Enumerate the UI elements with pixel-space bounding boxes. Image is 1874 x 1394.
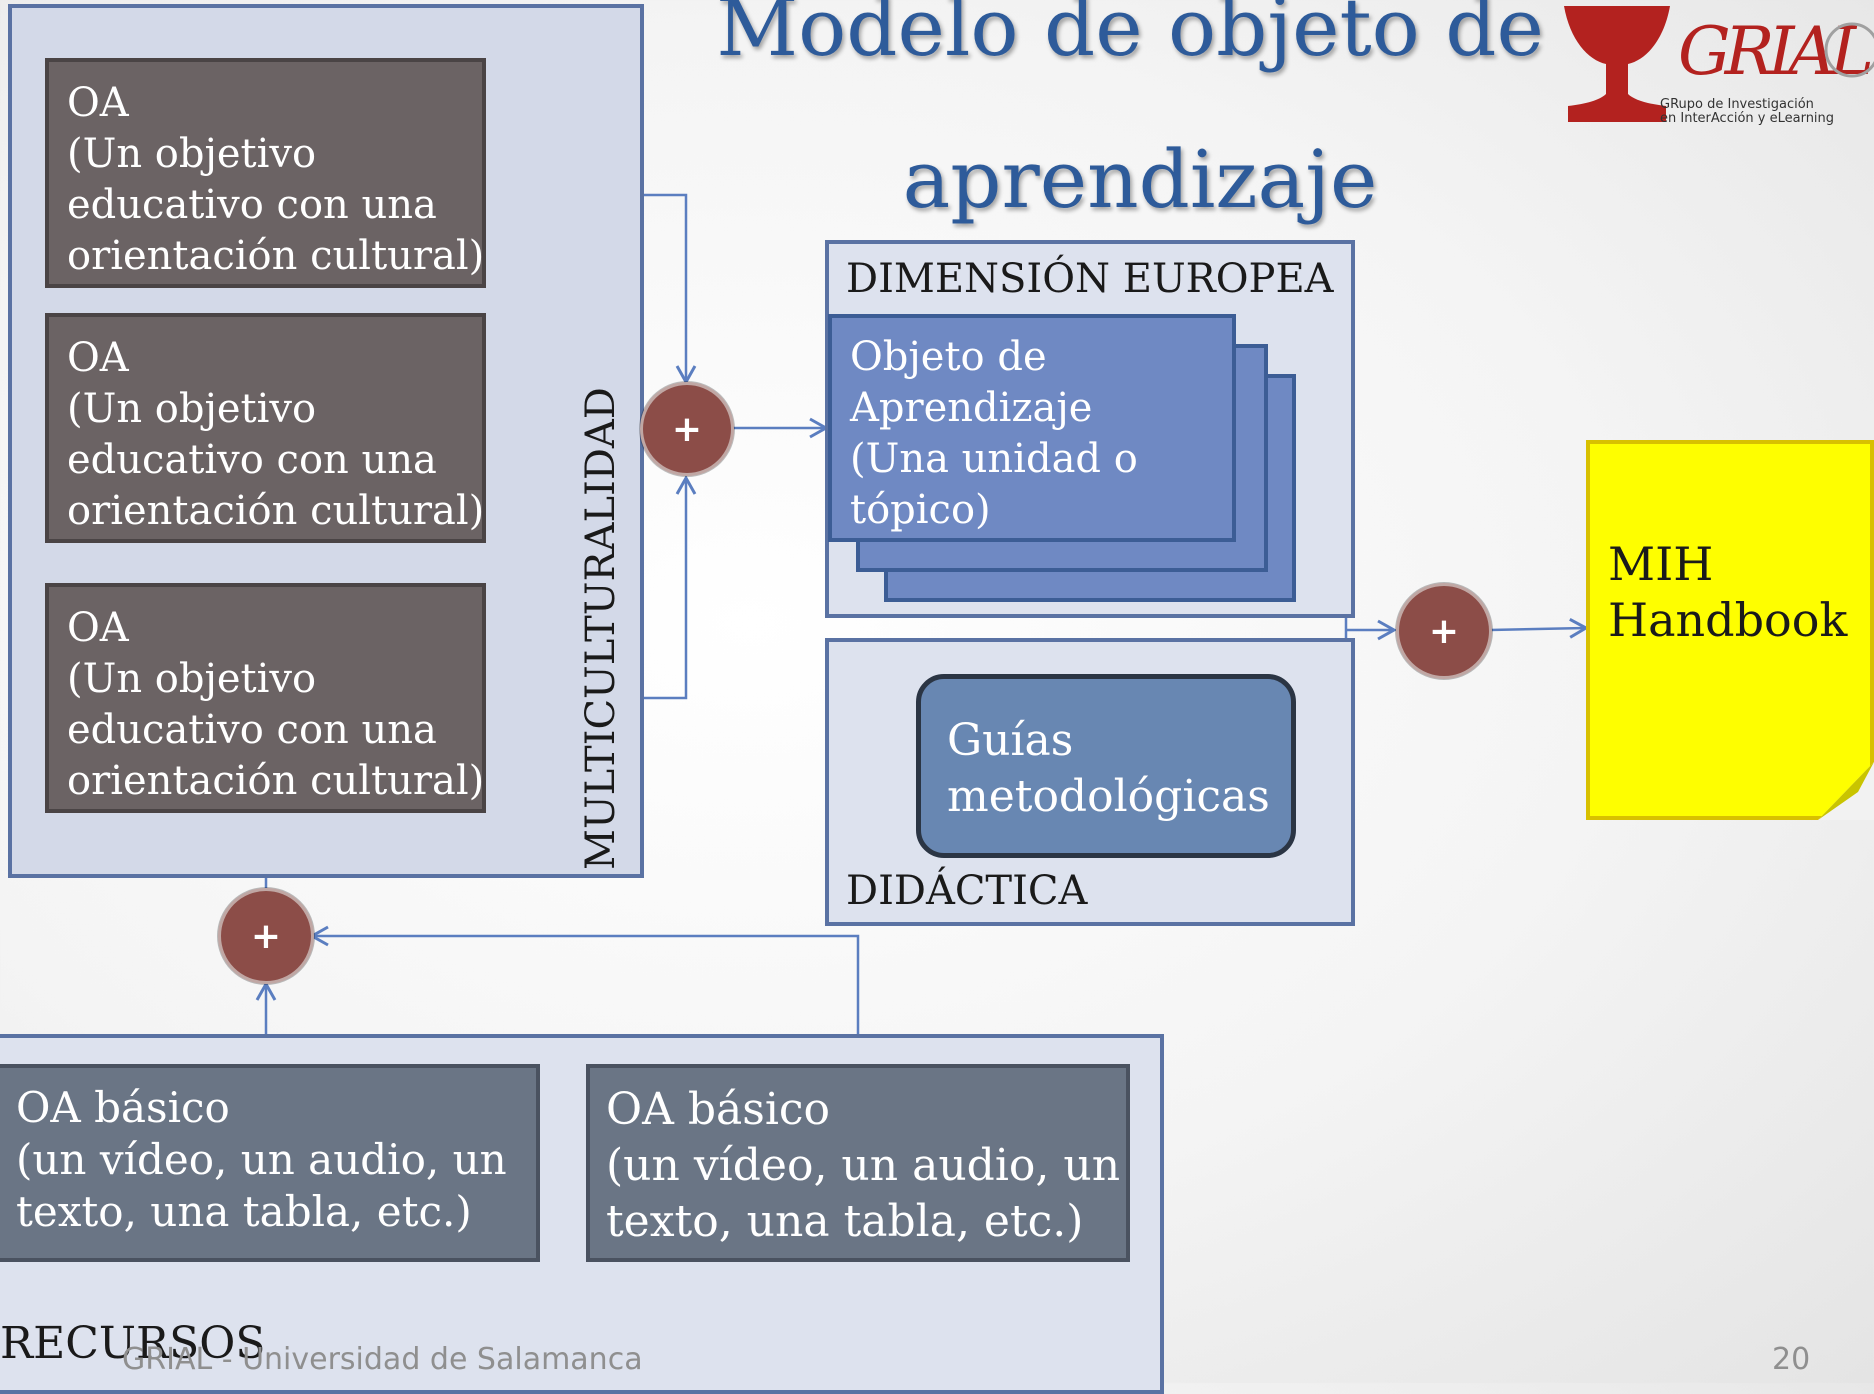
oa-box-1-line2: (Un objetivo: [67, 131, 317, 177]
oa-box-1-line1: OA: [67, 80, 129, 126]
guias-line2: metodológicas: [947, 771, 1270, 822]
oa-basico-1-line1: OA básico: [16, 1083, 230, 1132]
oa-box-3-line3: educativo con una: [67, 707, 437, 753]
oa-box-2: OA (Un objetivo educativo con una orient…: [45, 313, 486, 543]
oa-box-2-line1: OA: [67, 335, 129, 381]
recursos-label: RECURSOS: [0, 1318, 266, 1369]
oa-box-2-line4: orientación cultural): [67, 488, 485, 534]
oa-box-2-line3: educativo con una: [67, 437, 437, 483]
handbook-line2: Handbook: [1608, 593, 1848, 647]
dimension-europea-label: DIMENSIÓN EUROPEA: [846, 256, 1334, 302]
oa-box-3-line2: (Un objetivo: [67, 656, 317, 702]
learning-object-line1: Objeto de: [850, 334, 1047, 380]
didactica-label: DIDÁCTICA: [846, 868, 1088, 914]
plus-node-handbook: +: [1396, 583, 1492, 679]
footer-text: GRIAL - Universidad de Salamanca: [122, 1342, 643, 1377]
oa-box-1: OA (Un objetivo educativo con una orient…: [45, 58, 486, 288]
guias-metodologicas-box: Guías metodológicas: [916, 674, 1296, 858]
guias-line1: Guías: [947, 715, 1074, 766]
oa-box-3-line4: orientación cultural): [67, 758, 485, 804]
handbook-line1: MIH: [1608, 537, 1714, 591]
oa-box-3-line1: OA: [67, 605, 129, 651]
oa-box-1-line3: educativo con una: [67, 182, 437, 228]
plus-node-recursos: +: [218, 888, 314, 984]
mih-handbook-note: MIH Handbook: [1586, 440, 1874, 820]
svg-text:en InterAcción y eLearning: en InterAcción y eLearning: [1660, 111, 1834, 126]
grial-logo: GRIAL GRupo de Investigación en InterAcc…: [1560, 0, 1874, 130]
learning-object-box: Objeto de Aprendizaje (Una unidad o tópi…: [828, 314, 1236, 542]
oa-basico-box-1: OA básico (un vídeo, un audio, un texto,…: [0, 1064, 540, 1262]
oa-basico-box-2: OA básico (un vídeo, un audio, un texto,…: [586, 1064, 1130, 1262]
plus-node-multiculturalidad: +: [640, 382, 734, 476]
oa-box-2-line2: (Un objetivo: [67, 386, 317, 432]
oa-basico-1-line3: texto, una tabla, etc.): [16, 1187, 472, 1236]
page-number: 20: [1772, 1342, 1811, 1377]
learning-object-line3: (Una unidad o: [850, 436, 1138, 482]
title-line-1: Modelo de objeto de: [716, 0, 1544, 74]
learning-object-line4: tópico): [850, 487, 991, 533]
svg-text:GRupo de Investigación: GRupo de Investigación: [1660, 97, 1814, 112]
oa-basico-2-line2: (un vídeo, un audio, un: [606, 1140, 1121, 1191]
oa-box-1-line4: orientación cultural): [67, 233, 485, 279]
oa-basico-2-line1: OA básico: [606, 1084, 831, 1135]
learning-object-line2: Aprendizaje: [850, 385, 1093, 431]
oa-box-3: OA (Un objetivo educativo con una orient…: [45, 583, 486, 813]
title-line-2: aprendizaje: [902, 133, 1378, 226]
goblet-logo-icon: GRIAL GRupo de Investigación en InterAcc…: [1564, 6, 1874, 126]
multiculturalidad-label: MULTICULTURALIDAD: [578, 387, 624, 870]
oa-basico-1-line2: (un vídeo, un audio, un: [16, 1135, 507, 1184]
oa-basico-2-line3: texto, una tabla, etc.): [606, 1196, 1084, 1247]
note-fold-icon: [1818, 762, 1874, 820]
